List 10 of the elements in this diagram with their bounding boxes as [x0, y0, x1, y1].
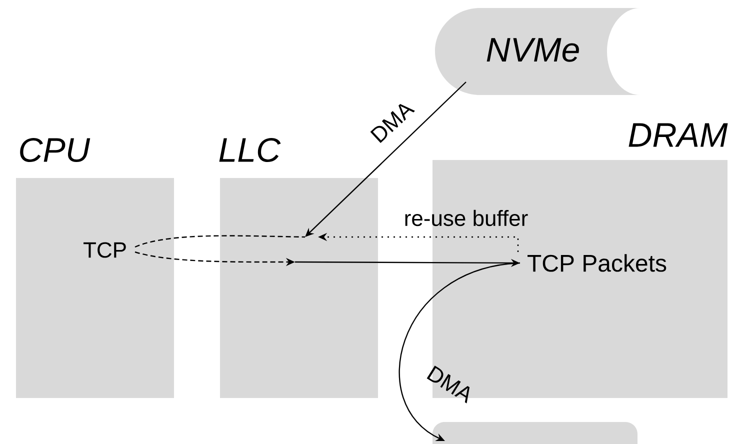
node-text: TCP	[84, 242, 126, 258]
node-label: DRAM	[628, 123, 728, 147]
node-text: TCP Packets	[528, 254, 666, 272]
device-box	[432, 422, 638, 444]
arrow	[305, 82, 466, 237]
node-label: LLC	[219, 138, 281, 162]
arrow	[399, 262, 520, 441]
storage-cylinder: NVMe	[435, 8, 640, 95]
edge-label: re-use buffer	[405, 210, 528, 226]
node-label: CPU	[20, 138, 90, 162]
